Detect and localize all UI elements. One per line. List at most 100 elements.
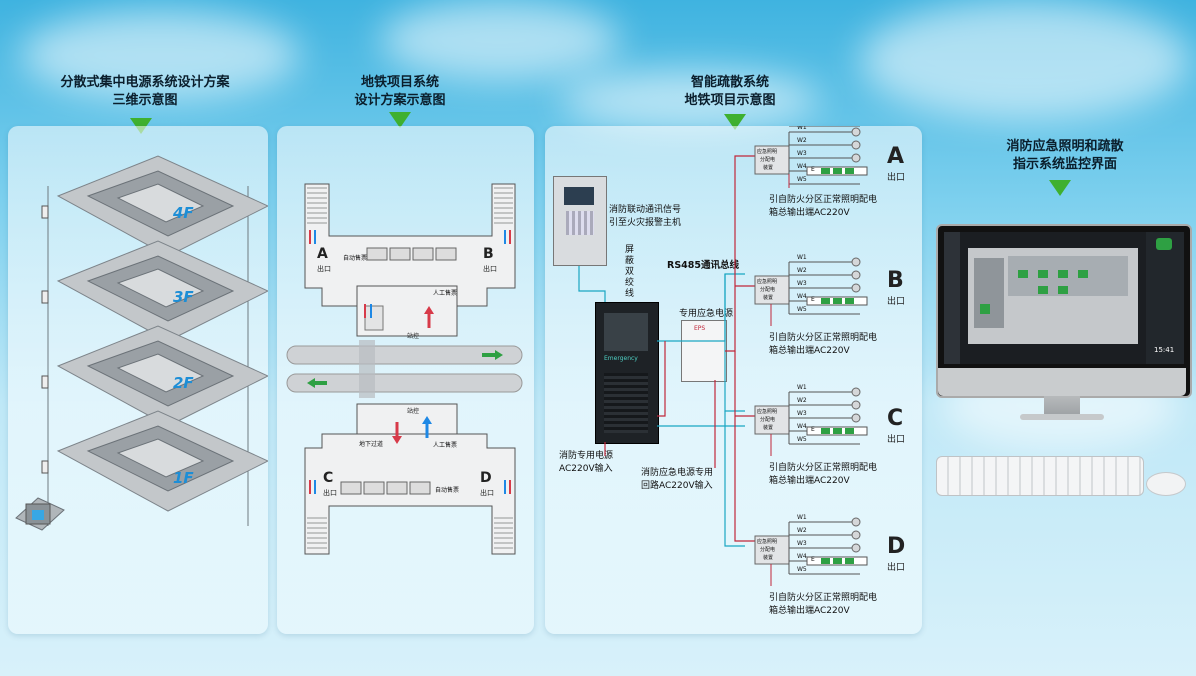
circuit-w1-a: W1 <box>797 126 807 131</box>
map-corridor <box>1008 256 1128 296</box>
circuit-w5-c: W5 <box>797 436 807 443</box>
cabinet-brand: Emergency <box>604 355 638 362</box>
map-indicator <box>1058 270 1068 278</box>
floor-plate-4f <box>56 155 268 257</box>
normal-power-b-l2: 箱总输出端AC220V <box>769 346 850 356</box>
circuit-w4-c: W4 <box>797 423 807 430</box>
map-indicator <box>1038 286 1048 294</box>
shielded-cable-c1: 屏 <box>625 245 635 255</box>
circuit-w4-d: W4 <box>797 553 807 560</box>
distribution-box-b-l1: 应急照明 <box>757 279 778 285</box>
panel4-title-line1: 消防应急照明和疏散 <box>1006 139 1124 154</box>
cloud <box>860 0 1190 120</box>
manual-ticket-label-bottom: 人工售票 <box>433 442 458 449</box>
station-exit-a: A <box>317 246 328 262</box>
panel4-title: 消防应急照明和疏散 指示系统监控界面 <box>980 138 1150 174</box>
map-indicator <box>1078 270 1088 278</box>
wiring-diagram <box>578 126 868 586</box>
cloud <box>20 10 300 100</box>
distribution-box-b-l2: 分配电 <box>760 287 776 293</box>
distribution-box-d-l2: 分配电 <box>760 547 776 553</box>
panel3-title-line2: 地铁项目示意图 <box>684 93 776 108</box>
floor-plate-2f <box>56 325 268 427</box>
main-cabinet: Emergency <box>595 302 659 444</box>
station-control-label-top: 站控 <box>407 333 420 340</box>
exit-marker-d: E <box>811 556 815 563</box>
outlet-a-sub: 出口 <box>887 173 906 183</box>
monitor-base <box>1020 414 1104 420</box>
station-plan-diagram <box>286 183 523 555</box>
monitor-chin <box>938 368 1186 396</box>
circuit-w1-d: W1 <box>797 514 807 521</box>
monitor-screen: 15:41 <box>944 232 1184 364</box>
fire-signal-line2: 引至火灾报警主机 <box>609 218 682 228</box>
normal-power-a-l2: 箱总输出端AC220V <box>769 208 850 218</box>
station-exit-b-sub: 出口 <box>483 265 497 273</box>
distribution-box-d-l1: 应急照明 <box>757 539 778 545</box>
cloud <box>380 0 620 80</box>
normal-power-b-l1: 引自防火分区正常照明配电 <box>769 333 878 343</box>
monitor-clock: 15:41 <box>1154 346 1175 354</box>
floor-label-1f: 1F <box>173 469 194 487</box>
normal-power-a-l1: 引自防火分区正常照明配电 <box>769 195 878 205</box>
shielded-cable-c5: 线 <box>625 289 635 299</box>
panel3-title: 智能疏散系统 地铁项目示意图 <box>640 74 820 110</box>
distribution-box-c-l2: 分配电 <box>760 417 776 423</box>
station-exit-a-sub: 出口 <box>317 265 331 273</box>
circuit-w2-b: W2 <box>797 267 807 274</box>
monitor: 15:41 <box>936 224 1192 398</box>
circuit-w2-a: W2 <box>797 137 807 144</box>
underpass-label: 地下过道 <box>359 441 384 448</box>
arrow-down-icon <box>1049 180 1071 196</box>
outlet-b-sub: 出口 <box>887 297 906 307</box>
fire-signal-line1: 消防联动通讯信号 <box>609 205 682 215</box>
shielded-cable-c3: 双 <box>625 267 635 277</box>
keyboard <box>936 456 1144 496</box>
circuit-w1-b: W1 <box>797 254 807 261</box>
outlet-c: C <box>887 406 904 431</box>
panel1-title: 分散式集中电源系统设计方案 三维示意图 <box>20 74 270 110</box>
panel4-title-line2: 指示系统监控界面 <box>1012 157 1117 172</box>
distribution-box-c-l3: 装置 <box>763 425 774 431</box>
circuit-w3-c: W3 <box>797 410 807 417</box>
fire-alarm-keypad <box>566 211 594 235</box>
shielded-cable-c2: 蔽 <box>625 256 635 266</box>
distribution-box-a-l3: 装置 <box>763 165 774 171</box>
rs485-label: RS485通讯总线 <box>667 260 739 271</box>
circuit-w5-d: W5 <box>797 566 807 573</box>
circuit-w3-d: W3 <box>797 540 807 547</box>
circuit-w3-a: W3 <box>797 150 807 157</box>
distribution-box-c-l1: 应急照明 <box>757 409 778 415</box>
panel1-title-line2: 三维示意图 <box>112 93 178 108</box>
circuit-w5-b: W5 <box>797 306 807 313</box>
map-indicator <box>1058 286 1068 294</box>
station-exit-d: D <box>480 470 492 486</box>
panel2-title-line1: 地铁项目系统 <box>360 75 439 90</box>
circuit-w2-d: W2 <box>797 527 807 534</box>
auto-ticket-label-top: 自动售票 <box>343 255 368 262</box>
outlet-d-sub: 出口 <box>887 563 906 573</box>
emergency-loop-line2: 回路AC220V输入 <box>641 481 713 491</box>
exit-marker-a: E <box>811 166 815 173</box>
floor-plate-1f <box>56 410 268 512</box>
normal-power-c-l1: 引自防火分区正常照明配电 <box>769 463 878 473</box>
exit-marker-c: E <box>811 426 815 433</box>
fire-alarm-screen <box>564 187 594 205</box>
cabinet-panel <box>604 313 648 351</box>
emergency-loop-line1: 消防应急电源专用 <box>641 468 714 478</box>
distribution-box-d-l3: 装置 <box>763 555 774 561</box>
circuit-w2-c: W2 <box>797 397 807 404</box>
arrow-down-icon <box>389 112 411 128</box>
station-exit-d-sub: 出口 <box>480 489 494 497</box>
cloud <box>560 70 820 130</box>
normal-power-d-l2: 箱总输出端AC220V <box>769 606 850 616</box>
auto-ticket-label-bottom: 自动售票 <box>435 487 460 494</box>
panel2-title: 地铁项目系统 设计方案示意图 <box>300 74 500 110</box>
floor-label-2f: 2F <box>173 374 194 392</box>
map-indicator <box>980 304 990 314</box>
monitor-logo-icon <box>1156 238 1172 250</box>
panel-3d-floors: 4F 3F 2F 1F <box>8 126 268 634</box>
outlet-b: B <box>887 268 904 293</box>
outlet-a: A <box>887 144 905 169</box>
monitor-sidebar <box>944 232 960 364</box>
